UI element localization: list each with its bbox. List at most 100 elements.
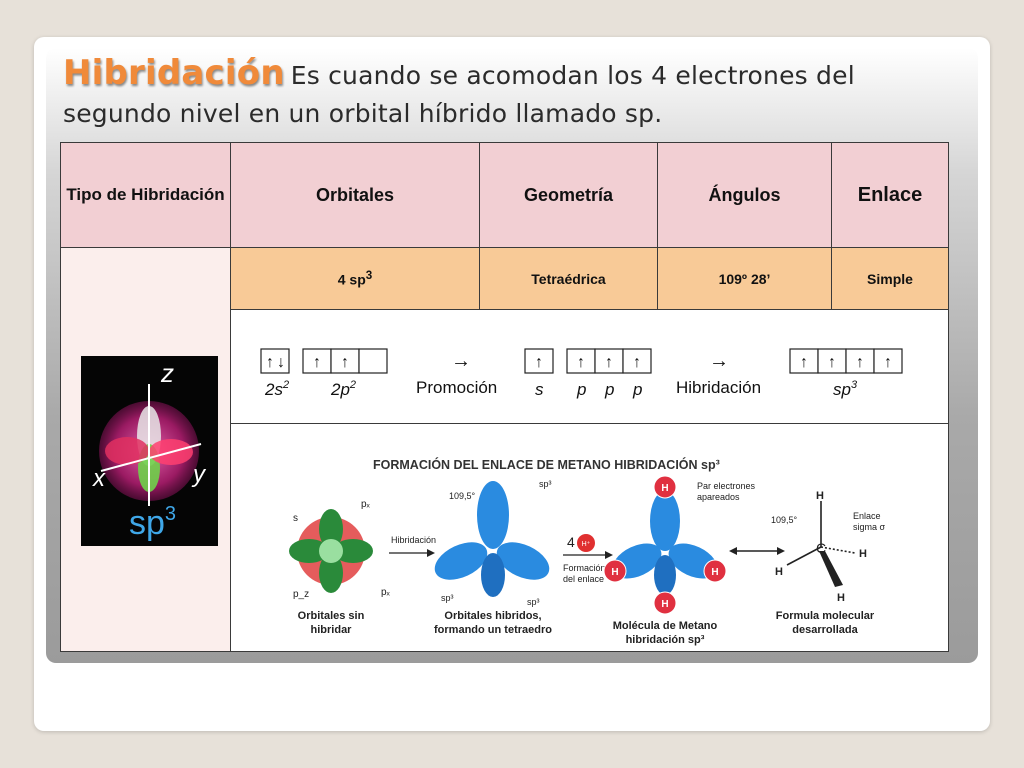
electron-up-icon: ↑ [884,354,892,371]
axis-x-label: x [92,465,106,492]
promotion-row: ↑ ↓ ↑ ↑ ↑ ↑ ↑ ↑ ↑ ↑ ↑ ↑ 2s2 2p2 → [61,309,949,424]
methane-row: FORMACIÓN DEL ENLACE DE METANO HIBRIDACI… [61,423,949,652]
label-h: H [859,548,867,560]
label-enlace-1: Enlace [853,511,881,521]
enlace-value: Simple [831,247,949,310]
label-four: 4 [567,534,575,550]
label-angle-1: 109,5° [449,491,476,501]
label-p-3: p [632,380,642,399]
axis-z-label: z [160,358,174,388]
label-angle-2: 109,5° [771,515,798,525]
box-sp3-4 [873,347,903,374]
electron-up-icon: ↑ [633,354,641,371]
label-s: s [535,380,544,399]
axis-y-label: y [191,461,207,488]
box-sp3-2 [817,347,847,374]
label-px-right: pₓ [381,587,391,598]
label-hyb-2: formando un tetraedro [434,624,552,636]
angulos-value: 109º 28’ [657,247,832,310]
methane-formation-diagram: FORMACIÓN DEL ENLACE DE METANO HIBRIDACI… [289,457,886,646]
slide-title: Hibridación [63,53,285,93]
geometria-value: Tetraédrica [479,247,658,310]
box-2s [260,347,290,374]
label-px-top: pₓ [361,499,371,510]
label-2p: 2p2 [330,379,356,399]
label-form-1: Formula molecular [776,610,875,622]
methane-diagram-title: FORMACIÓN DEL ENLACE DE METANO HIBRIDACI… [373,457,720,472]
label-mol-1: Molécula de Metano [613,620,718,632]
label-c: C [816,540,826,556]
label-sp3-right: sp³ [527,597,540,607]
label-p-2: p [604,380,614,399]
label-par-2: apareados [697,492,740,502]
electron-up-icon: ↑ [800,354,808,371]
label-sp3: sp3 [833,379,858,399]
electron-up-icon: ↑ [577,354,585,371]
unhybridized-orbitals-icon [289,508,373,593]
electron-up-icon: ↑ [828,354,836,371]
box-sp3-3 [845,347,875,374]
label-par-1: Par electrones [697,481,756,491]
label-orbitales-sin-1: Orbitales sin [298,610,365,622]
electron-down-icon: ↓ [277,354,285,371]
hydrogen-icon [703,559,727,582]
label-formacion-2: del enlace [563,574,604,584]
label-hyb-1: Orbitales hibridos, [444,610,541,622]
label-sp3-top: sp³ [539,479,552,489]
sp3-orbital-image: z x y sp3 [81,356,218,546]
hydrogen-icon [653,475,677,498]
label-form-2: desarrollada [792,624,858,636]
proton-icon [577,533,595,552]
header-row: Tipo de Hibridación Orbitales Geometría … [60,142,949,248]
methane-molecule-icon [612,490,718,595]
hybrid-orbitals-icon [434,480,550,597]
label-h: H [661,483,668,494]
label-h: H [837,592,845,604]
methane-diagram-cell: FORMACIÓN DEL ENLACE DE METANO HIBRIDACI… [230,423,949,652]
label-hibridacion-arrow: Hibridación [391,535,436,545]
header-geometria: Geometría [479,142,658,248]
electron-up-icon: ↑ [856,354,864,371]
electron-up-icon: ↑ [605,354,613,371]
arrow-icon: → [451,350,471,372]
label-h: H [611,567,618,578]
label-h: H [775,566,783,578]
header-orbitales: Orbitales [230,142,480,248]
label-h: H [816,490,824,502]
header-tipo: Tipo de Hibridación [60,142,231,248]
label-s: s [293,513,298,524]
electron-up-icon: ↑ [535,354,543,371]
type-cell: sp3 [60,247,231,652]
label-mol-2: hibridación sp³ [626,634,705,646]
arrow-icon: → [709,350,729,372]
data-row: sp3 [60,247,949,652]
label-orbitales-sin-2: hibridar [311,624,353,636]
orbitales-value: 4 sp3 [230,247,480,310]
hybridization-table: Tipo de Hibridación Orbitales Geometría … [60,142,949,652]
label-h-plus: H⁺ [582,541,591,548]
label-2s: 2s2 [264,379,289,399]
electron-up-icon: ↑ [266,354,274,371]
hydrogen-icon [653,591,677,614]
promotion-diagram: ↑ ↓ ↑ ↑ ↑ ↑ ↑ ↑ ↑ ↑ ↑ ↑ 2s2 2p2 → [260,347,903,399]
label-pz: p_z [293,589,309,600]
label-hibridacion: Hibridación [676,378,761,397]
box-s [524,347,554,374]
box-p-3 [622,347,652,374]
hydrogen-icon [603,559,627,582]
electron-up-icon: ↑ [313,354,321,371]
electron-up-icon: ↑ [341,354,349,371]
promotion-diagram-cell: ↑ ↓ ↑ ↑ ↑ ↑ ↑ ↑ ↑ ↑ ↑ ↑ 2s2 2p2 → [230,309,949,424]
header-enlace: Enlace [831,142,949,248]
sp3-image-label: sp3 [129,503,176,542]
label-promocion: Promoción [416,378,497,397]
label-p-1: p [576,380,586,399]
label-enlace-2: sigma σ [853,522,886,532]
box-p-2 [594,347,624,374]
box-2p-3 [358,347,388,374]
slide-intro: Es cuando se acomodan los 4 electrones d… [63,61,855,128]
label-formacion-1: Formación [563,563,606,573]
label-sp3-left: sp³ [441,593,454,603]
header-angulos: Ángulos [657,142,832,248]
